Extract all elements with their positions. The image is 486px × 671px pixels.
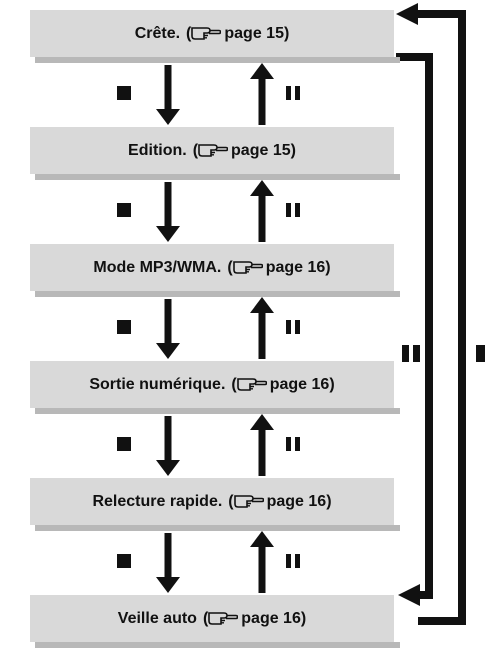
up-arrowhead [250,531,274,547]
down-arrowhead [156,226,180,242]
down-arrowhead [156,343,180,359]
page-reference-text: page 16 [269,375,330,393]
pause-icon [286,437,300,451]
return-to-top-line [418,10,466,625]
page-reference: (page 15) [192,141,296,159]
page-reference: (page 16) [227,258,331,276]
page-reference-text: page 16 [265,258,326,276]
page-reference: (page 16) [231,375,335,393]
pause-icon [402,345,420,362]
down-arrowhead [156,109,180,125]
pointing-hand-icon [233,495,264,508]
pause-icon [286,203,300,217]
up-arrowhead [250,180,274,196]
jump-to-bottom-arrowhead [398,584,420,606]
menu-item-label: Relecture rapide. [92,492,223,510]
menu-item-box: Veille auto (page 16) [30,595,400,648]
page-reference: (page 16) [228,492,332,510]
pointing-hand-icon [191,27,222,40]
page-reference-text: page 15 [224,24,284,42]
pointing-hand-icon [232,261,263,274]
stop-icon [117,86,131,100]
pause-icon [286,320,300,334]
stop-icon [117,320,131,334]
stop-icon [476,345,485,362]
menu-item-label: Sortie numérique. [89,375,226,393]
menu-item-label: Edition. [128,141,187,159]
jump-to-bottom-line [396,53,433,599]
return-to-top-arrowhead [396,3,418,25]
pointing-hand-icon [198,144,229,157]
menu-item-box: Edition. (page 15) [30,127,400,180]
page-reference: (page 15) [186,24,290,42]
stop-icon [117,554,131,568]
down-arrowhead [156,460,180,476]
menu-item-box: Crête. (page 15) [30,10,400,63]
page-reference-text: page 15 [231,141,291,159]
stop-icon [117,437,131,451]
stop-icon [117,203,131,217]
down-arrowhead [156,577,180,593]
page-reference: (page 16) [202,609,307,627]
pause-icon [286,86,300,100]
pointing-hand-icon [208,612,239,625]
page-reference-text: page 16 [266,492,327,510]
menu-item-label: Crête. [134,24,181,42]
up-arrowhead [250,414,274,430]
up-arrowhead [250,63,274,79]
menu-item-label: Mode MP3/WMA. [93,258,222,276]
pause-icon [286,554,300,568]
menu-item-label: Veille auto [117,609,197,627]
up-arrowhead [250,297,274,313]
page-reference-text: page 16 [241,609,301,627]
pointing-hand-icon [236,378,267,391]
menu-item-box: Mode MP3/WMA. (page 16) [30,244,400,297]
menu-item-box: Relecture rapide. (page 16) [30,478,400,531]
menu-item-box: Sortie numérique. (page 16) [30,361,400,414]
